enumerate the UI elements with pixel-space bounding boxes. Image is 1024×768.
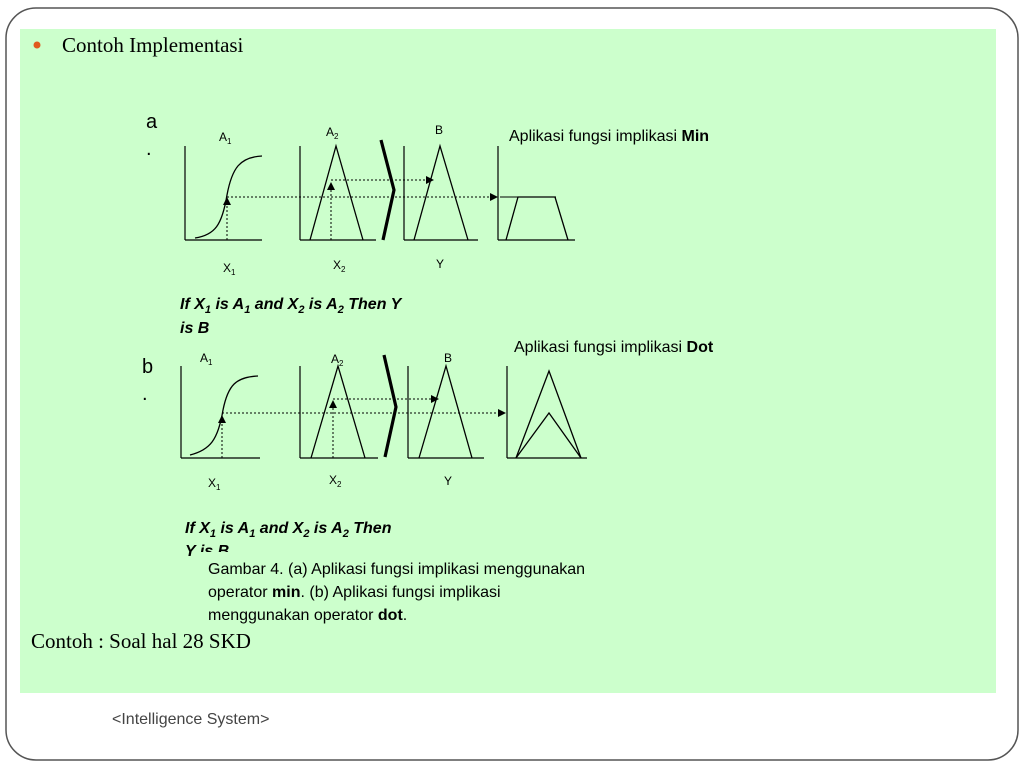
label-b: B — [435, 123, 443, 137]
rule-a-line2: is B — [180, 320, 209, 337]
slide-footer: <Intelligence System> — [112, 711, 269, 728]
triangle-full-result — [515, 369, 582, 459]
trapezoid-result — [505, 196, 569, 241]
triangle-b — [413, 143, 469, 241]
label-x2-b: X2 — [329, 473, 342, 489]
label-b-b: B — [444, 351, 452, 365]
label-y-b: Y — [444, 474, 452, 488]
bullet-icon — [33, 41, 41, 49]
bracket-icon — [379, 139, 396, 241]
label-a2: A2 — [326, 125, 339, 141]
label-x1: X1 — [223, 261, 236, 277]
label-a1-b: A1 — [200, 351, 213, 367]
part-b-dot: . — [142, 383, 148, 405]
caption-line-3: menggunakan operator dot. — [208, 607, 407, 624]
curve-a1-b — [189, 375, 259, 456]
triangle-b-b — [418, 363, 473, 459]
example-note: Contoh : Soal hal 28 SKD — [31, 629, 251, 653]
rule-a: If X1 is A1 and X2 is A2 Then Y — [180, 296, 403, 316]
part-b-title: Aplikasi fungsi implikasi Dot — [514, 339, 714, 356]
part-b-letter: b — [142, 356, 153, 378]
part-a-diagram: a . A1 A2 B X1 X2 Y Apli — [146, 111, 709, 337]
bracket-icon-b — [382, 354, 398, 458]
triangle-a2-b — [310, 363, 366, 459]
part-a-letter: a — [146, 111, 158, 133]
label-y: Y — [436, 257, 444, 271]
triangle-scaled-result — [515, 411, 582, 459]
label-a2-b: A2 — [331, 352, 344, 368]
curve-a1 — [194, 155, 263, 239]
slide-heading: Contoh Implementasi — [62, 33, 244, 57]
part-a-dot: . — [146, 138, 152, 160]
label-x1-b: X1 — [208, 476, 221, 492]
label-a1: A1 — [219, 130, 232, 146]
rule-b: If X1 is A1 and X2 is A2 Then — [185, 520, 392, 540]
part-a-title: Aplikasi fungsi implikasi Min — [509, 128, 709, 145]
label-x2: X2 — [333, 258, 346, 274]
triangle-a2 — [309, 143, 364, 241]
caption-box — [200, 552, 700, 632]
caption-line-1: Gambar 4. (a) Aplikasi fungsi implikasi … — [208, 561, 585, 578]
caption-line-2: operator min. (b) Aplikasi fungsi implik… — [208, 584, 501, 601]
